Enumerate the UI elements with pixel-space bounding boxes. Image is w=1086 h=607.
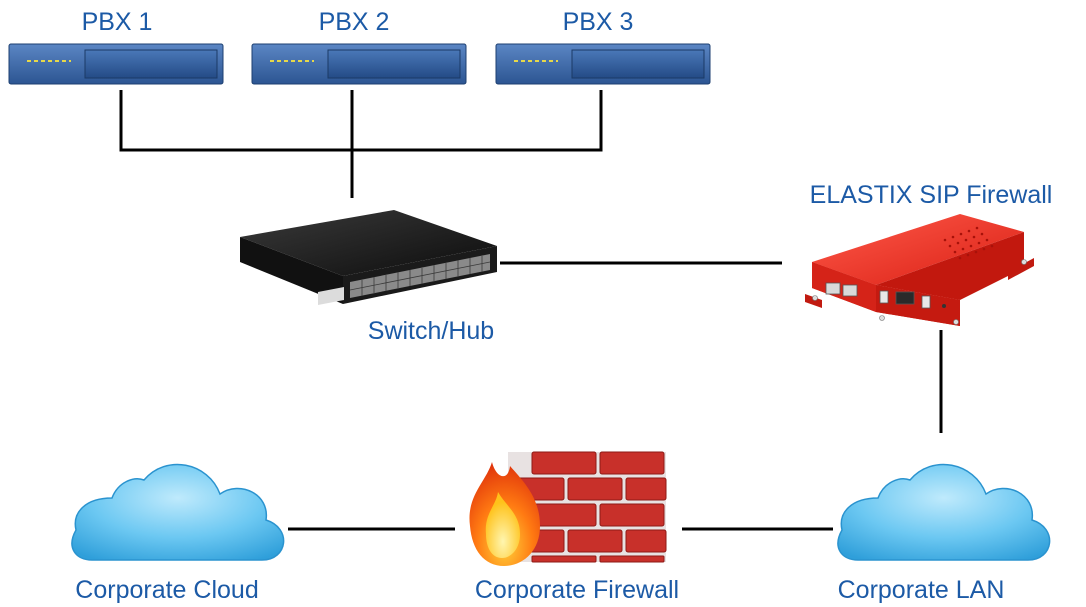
pbx-2-device[interactable] xyxy=(251,43,467,85)
corporate-firewall-icon[interactable] xyxy=(469,451,667,566)
pbx-3-label: PBX 3 xyxy=(562,8,634,36)
sip-firewall-label: ELASTIX SIP Firewall xyxy=(809,181,1053,209)
pbx-2-label: PBX 2 xyxy=(318,8,390,36)
switch-hub-label: Switch/Hub xyxy=(367,317,495,345)
corporate-cloud-label: Corporate Cloud xyxy=(75,576,259,604)
pbx-1-device[interactable] xyxy=(8,43,224,85)
connector-lines xyxy=(119,90,943,531)
pbx-bus-line xyxy=(119,90,603,152)
corporate-cloud-icon[interactable] xyxy=(71,463,285,561)
corporate-lan-label: Corporate LAN xyxy=(837,576,1005,604)
switch-hub-device[interactable] xyxy=(240,210,497,305)
pbx-3-device[interactable] xyxy=(495,43,711,85)
pbx-1-label: PBX 1 xyxy=(81,8,153,36)
corporate-firewall-label: Corporate Firewall xyxy=(474,576,680,604)
elastix-sip-firewall-device[interactable] xyxy=(805,214,1034,326)
corporate-lan-icon[interactable] xyxy=(837,463,1051,561)
